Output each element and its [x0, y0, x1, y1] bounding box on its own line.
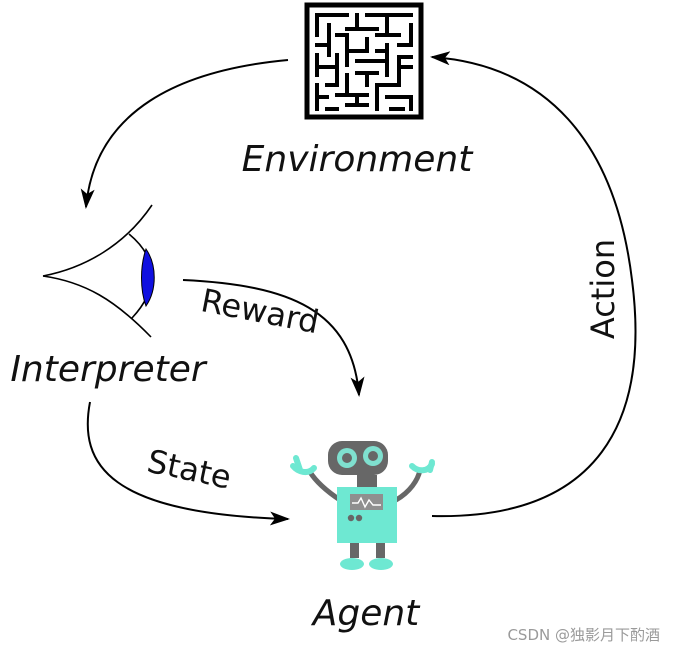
agent-label: Agent	[311, 593, 421, 634]
eye-icon	[42, 204, 155, 338]
arrow-action	[430, 51, 637, 518]
maze-icon	[304, 2, 424, 120]
arrow-state	[86, 401, 290, 526]
arrow-environment-to-interpreter	[80, 59, 289, 209]
state-label: State	[144, 442, 235, 497]
environment-label: Environment	[242, 139, 475, 180]
watermark-text: CSDN @独影月下酌酒	[507, 626, 660, 644]
arrow-reward	[182, 279, 365, 397]
interpreter-label: Interpreter	[10, 349, 208, 390]
action-label: Action	[584, 239, 622, 339]
robot-icon	[290, 441, 435, 570]
